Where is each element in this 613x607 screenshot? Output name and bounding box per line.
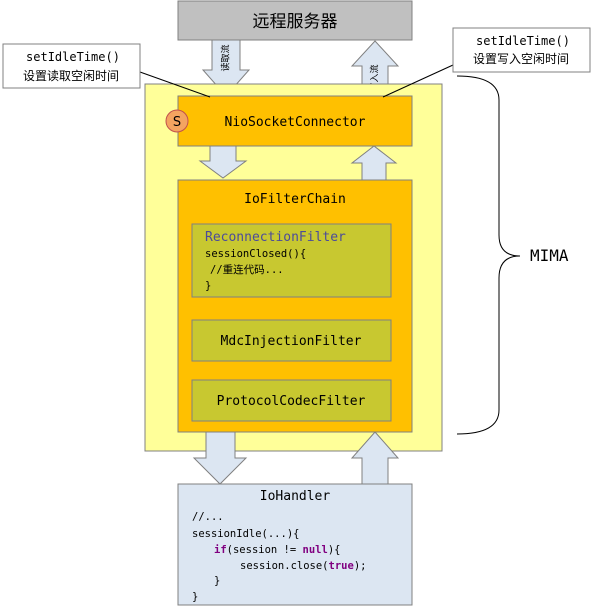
reconnection-filter-title: ReconnectionFilter: [205, 230, 346, 245]
remote-server-label: 远程服务器: [253, 12, 338, 32]
handler-code-line6: }: [192, 591, 198, 603]
keyword-true: true: [329, 560, 354, 572]
write-note-line2: 设置写入空闲时间: [473, 52, 569, 66]
io-handler: IoHandler //... sessionIdle(...){ if(ses…: [177, 483, 413, 606]
read-stream-label: 读取流: [220, 44, 232, 71]
mima-label: MIMA: [530, 246, 569, 265]
handler-code-line4: session.close(true);: [240, 560, 366, 572]
write-idle-note: setIdleTime() 设置写入空闲时间: [382, 27, 591, 98]
handler-title: IoHandler: [260, 489, 331, 504]
service-badge-label: S: [173, 115, 181, 130]
handler-code-line2: sessionIdle(...){: [192, 528, 299, 540]
keyword-null: null: [303, 544, 328, 556]
reconnection-code-line2: //重连代码...: [210, 263, 284, 276]
write-note-pointer: [382, 64, 454, 98]
connector-to-chain-arrow: [198, 145, 248, 179]
read-idle-note: setIdleTime() 设置读取空闲时间: [2, 43, 211, 98]
reconnection-filter: ReconnectionFilter sessionClosed(){ //重连…: [191, 223, 392, 298]
codec-filter-label: ProtocolCodecFilter: [217, 394, 366, 409]
read-note-line2: 设置读取空闲时间: [23, 69, 119, 83]
protocol-codec-filter: ProtocolCodecFilter: [191, 379, 392, 422]
connector-label: NioSocketConnector: [225, 115, 366, 130]
code-close-call: session.close(: [240, 560, 329, 572]
handler-code-line1: //...: [192, 511, 224, 523]
service-badge-icon: [165, 109, 189, 133]
mdc-filter-label: MdcInjectionFilter: [221, 334, 362, 349]
read-note-pointer: [139, 71, 211, 98]
reconnection-code-line1: sessionClosed(){: [205, 248, 306, 260]
code-open-brace: ){: [328, 544, 341, 556]
chain-to-handler-arrow: [192, 431, 248, 485]
mima-brace: [456, 75, 521, 435]
read-note-line1: setIdleTime(): [26, 50, 120, 64]
handler-code-line5: }: [214, 575, 220, 587]
read-stream-arrow: 读取流: [201, 39, 251, 97]
code-end-call: );: [354, 560, 367, 572]
write-note-line1: setIdleTime(): [476, 34, 570, 48]
nio-socket-connector: S NioSocketConnector: [165, 95, 413, 147]
filter-chain-title: IoFilterChain: [244, 192, 346, 207]
keyword-if: if: [214, 544, 227, 556]
code-condition: (session !=: [227, 544, 303, 556]
io-filter-chain: IoFilterChain ReconnectionFilter session…: [177, 179, 413, 433]
handler-code-line3: if(session != null){: [214, 544, 340, 556]
remote-server-box: 远程服务器: [177, 0, 413, 41]
mdc-injection-filter: MdcInjectionFilter: [191, 319, 392, 362]
reconnection-code-line3: }: [205, 280, 211, 292]
